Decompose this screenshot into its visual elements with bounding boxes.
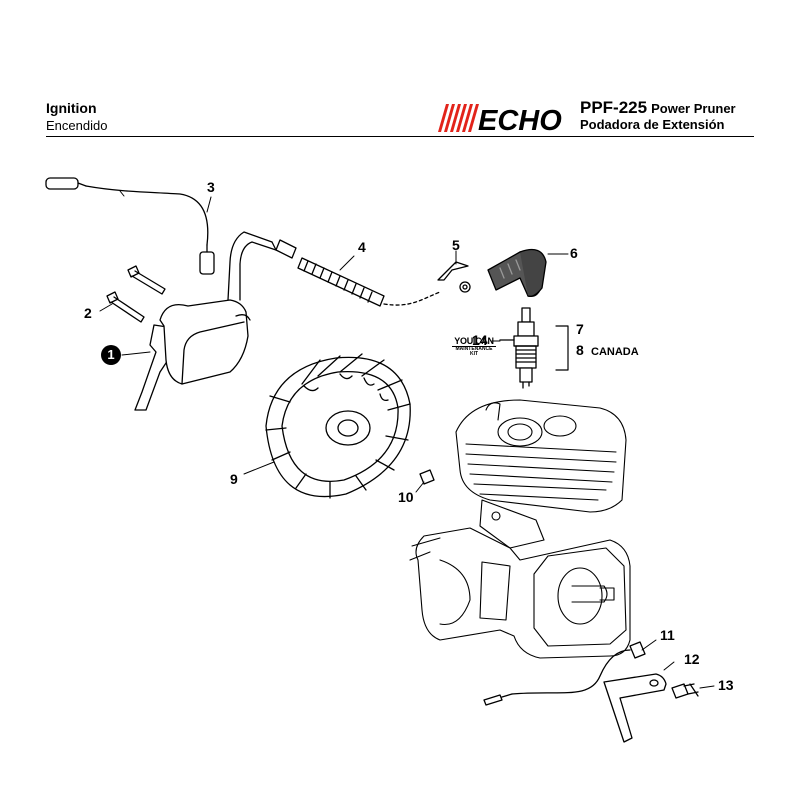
leader-lines (99, 196, 715, 689)
callout-6: 6 (570, 245, 578, 261)
kit-badge-top: YOUICAN (454, 336, 494, 346)
model-number: PPF-225 (580, 98, 648, 117)
part-3-ignition-wire (45, 177, 215, 275)
part-2-screws (106, 265, 166, 323)
part-9-flywheel (265, 353, 411, 499)
callout-4: 4 (358, 239, 366, 255)
callout-14: 14 (472, 332, 488, 348)
section-title: Ignition (46, 100, 97, 116)
callout-2: 2 (84, 305, 92, 321)
part-10-key (419, 469, 435, 485)
section-subtitle: Encendido (46, 118, 108, 133)
maintenance-kit-badge: YOUICAN MAINTENANCE KIT (452, 337, 496, 357)
callout-9: 9 (230, 471, 238, 487)
callout-13: 13 (718, 677, 734, 693)
part-11-ground-wire (483, 641, 646, 706)
part-7-spark-plug (513, 307, 539, 389)
svg-text:ECHO: ECHO (478, 105, 562, 134)
callout-10: 10 (398, 489, 414, 505)
callout-8: 8 (576, 342, 584, 358)
callout-8-note: CANADA (591, 346, 639, 358)
echo-logo: ECHO (438, 104, 562, 134)
callout-3: 3 (207, 179, 215, 195)
engine-assembly (409, 399, 631, 659)
callout-7: 7 (576, 321, 584, 337)
kit-badge-bottom: MAINTENANCE KIT (452, 346, 496, 357)
model-description: Power Pruner (651, 101, 736, 116)
part-13-ground-screw (671, 683, 699, 699)
part-5-terminal-clip (437, 261, 471, 293)
part-6-plug-boot (487, 248, 547, 298)
part-4-spring (275, 239, 441, 307)
callout-5: 5 (452, 237, 460, 253)
callout-11: 11 (660, 627, 675, 643)
model-description-es: Podadora de Extensión (580, 117, 725, 132)
header-divider (46, 136, 754, 137)
callout-1: 1 (101, 345, 121, 365)
callout-12: 12 (684, 651, 700, 667)
part-12-ground-bracket (603, 673, 667, 743)
part-1-ignition-coil (134, 231, 277, 411)
